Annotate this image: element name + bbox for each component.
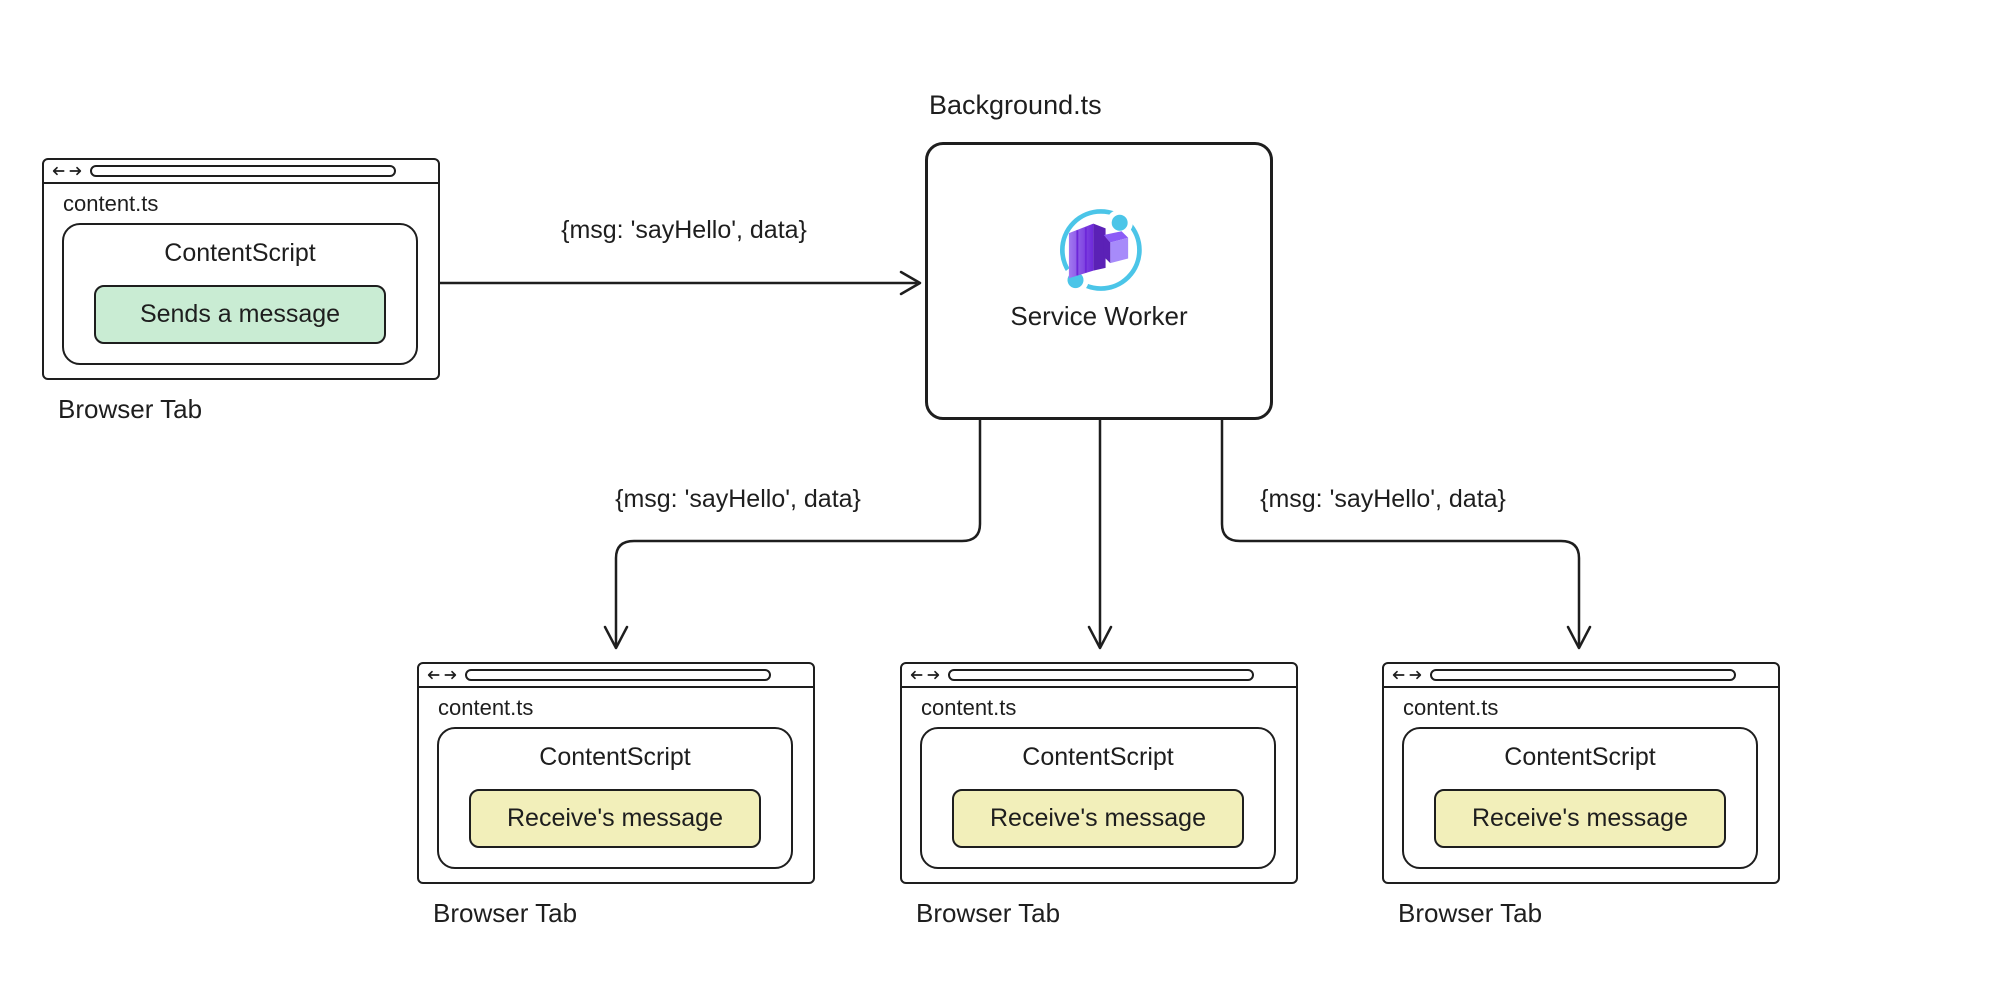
message-label-send: {msg: 'sayHello', data} <box>559 216 809 244</box>
browser-titlebar <box>419 664 813 688</box>
background-node: Service Worker <box>925 142 1273 420</box>
browser-tab-caption: Browser Tab <box>1398 898 1543 928</box>
service-worker-label: Service Worker <box>1010 301 1188 331</box>
sends-message-box: Sends a message <box>94 285 386 344</box>
file-label: content.ts <box>1403 695 1499 720</box>
file-label: content.ts <box>63 191 159 216</box>
content-script-label: ContentScript <box>1504 743 1656 771</box>
browser-tab-caption: Browser Tab <box>58 394 203 424</box>
browser-tab-sender: content.ts ContentScript Sends a message… <box>42 158 440 422</box>
back-forward-icons <box>427 670 457 680</box>
url-bar <box>465 669 771 681</box>
background-node-title: Background.ts <box>929 90 1102 120</box>
back-forward-icons <box>1392 670 1422 680</box>
receives-message-box: Receive's message <box>469 789 761 848</box>
browser-tab-caption: Browser Tab <box>433 898 578 928</box>
browser-titlebar <box>1384 664 1778 688</box>
url-bar <box>948 669 1254 681</box>
content-script-box: ContentScript Receive's message <box>920 727 1276 869</box>
arrowhead-down <box>1087 625 1113 650</box>
url-bar <box>1430 669 1736 681</box>
edge-background-to-tab-right <box>1220 418 1581 646</box>
browser-tab-receiver-2: content.ts ContentScript Receive's messa… <box>900 662 1298 926</box>
file-label: content.ts <box>438 695 534 720</box>
arrowhead-down <box>603 625 629 650</box>
content-script-label: ContentScript <box>1022 743 1174 771</box>
browser-titlebar <box>902 664 1296 688</box>
receives-message-box: Receive's message <box>952 789 1244 848</box>
back-forward-icons <box>52 166 82 176</box>
url-bar <box>90 165 396 177</box>
arrowhead-right <box>899 270 922 296</box>
arrowhead-down <box>1566 625 1592 650</box>
edge-background-to-tab-left <box>614 418 982 646</box>
message-label-broadcast-right: {msg: 'sayHello', data} <box>1258 485 1508 513</box>
content-script-box: ContentScript Receive's message <box>437 727 793 869</box>
content-script-label: ContentScript <box>539 743 691 771</box>
file-label: content.ts <box>921 695 1017 720</box>
content-script-box: ContentScript Receive's message <box>1402 727 1758 869</box>
message-label-broadcast-left: {msg: 'sayHello', data} <box>613 485 863 513</box>
browser-titlebar <box>44 160 438 184</box>
browser-tab-receiver-3: content.ts ContentScript Receive's messa… <box>1382 662 1780 926</box>
content-script-box: ContentScript Sends a message <box>62 223 418 365</box>
browser-tab-receiver-1: content.ts ContentScript Receive's messa… <box>417 662 815 926</box>
service-worker-icon <box>1059 209 1142 294</box>
receives-message-box: Receive's message <box>1434 789 1726 848</box>
content-script-label: ContentScript <box>164 239 316 267</box>
browser-tab-caption: Browser Tab <box>916 898 1061 928</box>
back-forward-icons <box>910 670 940 680</box>
